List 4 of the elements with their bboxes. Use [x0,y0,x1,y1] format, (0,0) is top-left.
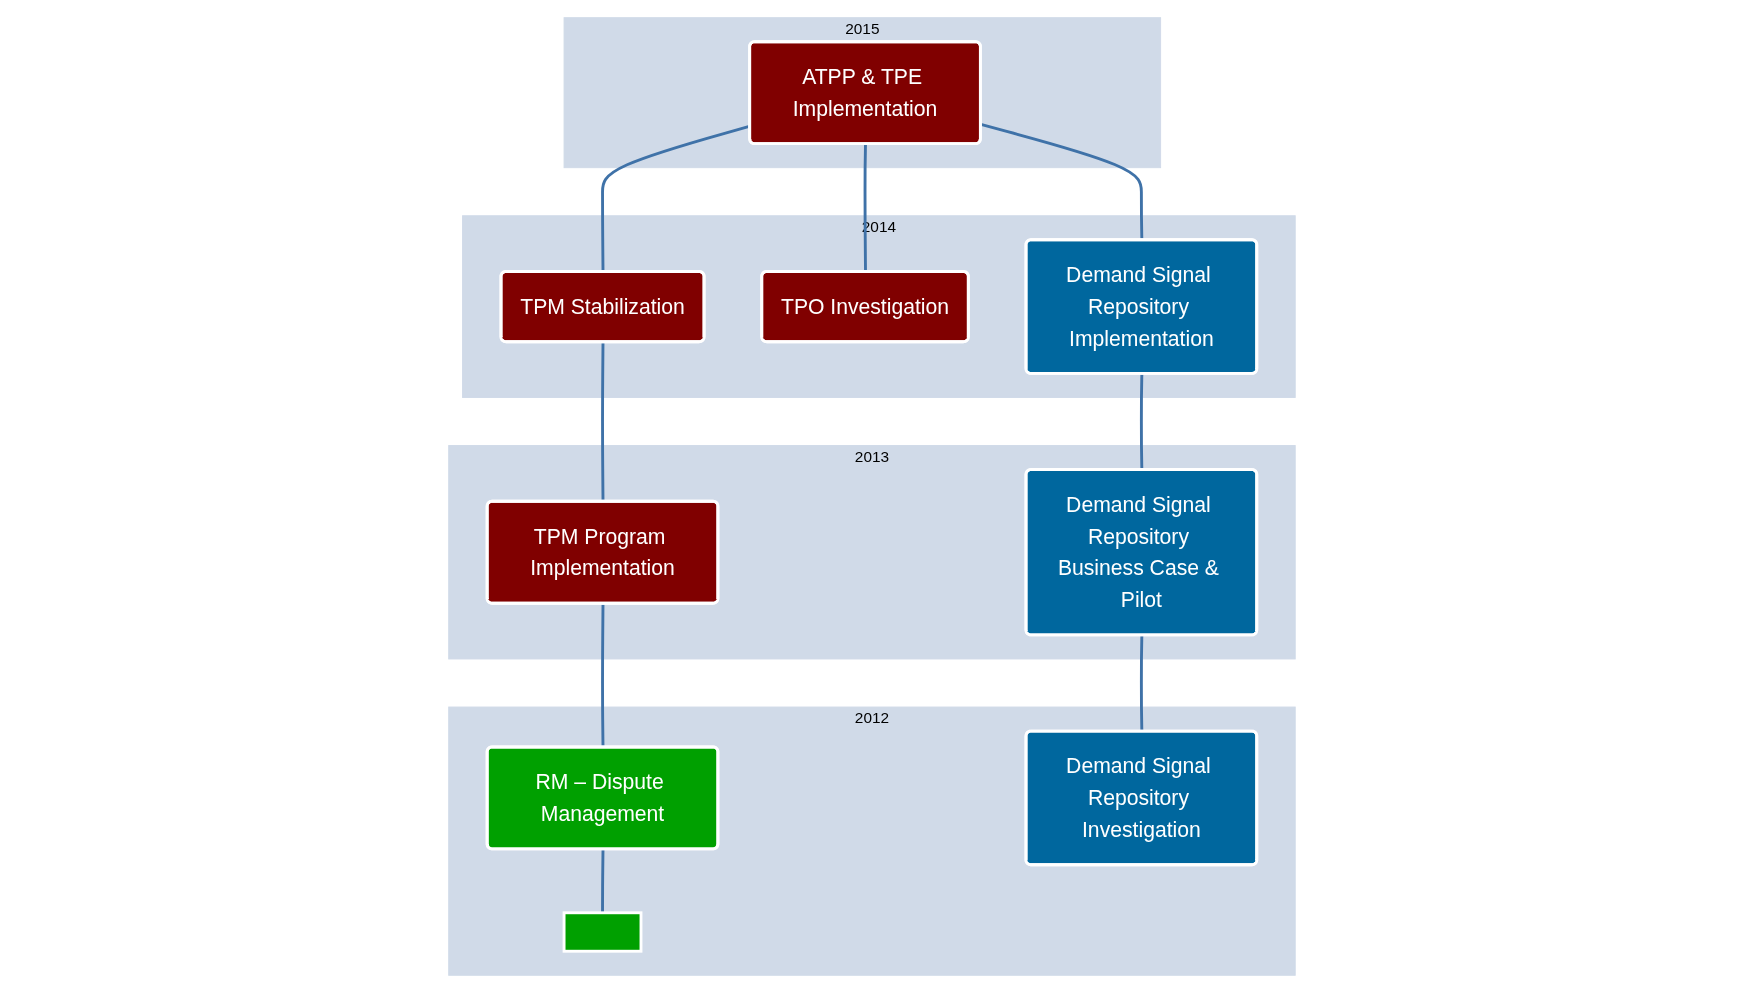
node-box [562,911,643,953]
connector [601,342,605,502]
connector [1140,635,1144,732]
connector [601,849,605,913]
